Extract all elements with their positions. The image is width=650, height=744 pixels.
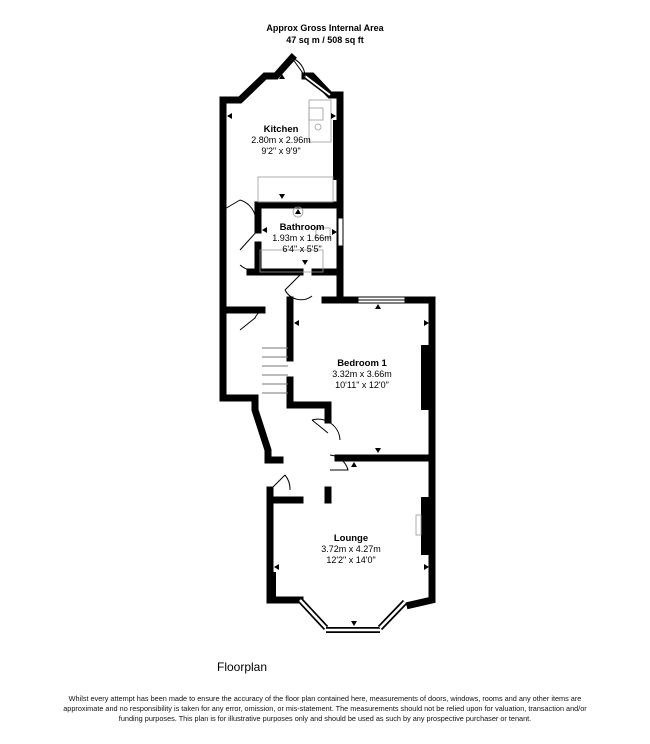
floorplan-caption: Floorplan <box>217 660 268 674</box>
windows <box>297 74 408 633</box>
chimney-breasts <box>268 120 432 600</box>
area-title: Approx Gross Internal Area <box>266 23 384 33</box>
area-header: Approx Gross Internal Area 47 sq m / 508… <box>0 22 650 46</box>
disclaimer-text: Whilst every attempt has been made to en… <box>63 694 587 723</box>
room-label-bathroom: Bathroom 1.93m x 1.66m 6'4" x 5'5" <box>272 222 332 254</box>
fixtures <box>257 99 422 536</box>
room-label-bedroom-1: Bedroom 1 3.32m x 3.66m 10'11" x 12'0" <box>332 358 392 390</box>
doors <box>222 57 349 491</box>
room-label-kitchen: Kitchen 2.80m x 2.96m 9'2" x 9'9" <box>251 124 311 156</box>
dimension-arrows <box>227 74 429 626</box>
stairs <box>262 347 288 394</box>
area-value: 47 sq m / 508 sq ft <box>286 35 364 45</box>
room-label-lounge: Lounge 3.72m x 4.27m 12'2" x 14'0" <box>321 533 381 565</box>
